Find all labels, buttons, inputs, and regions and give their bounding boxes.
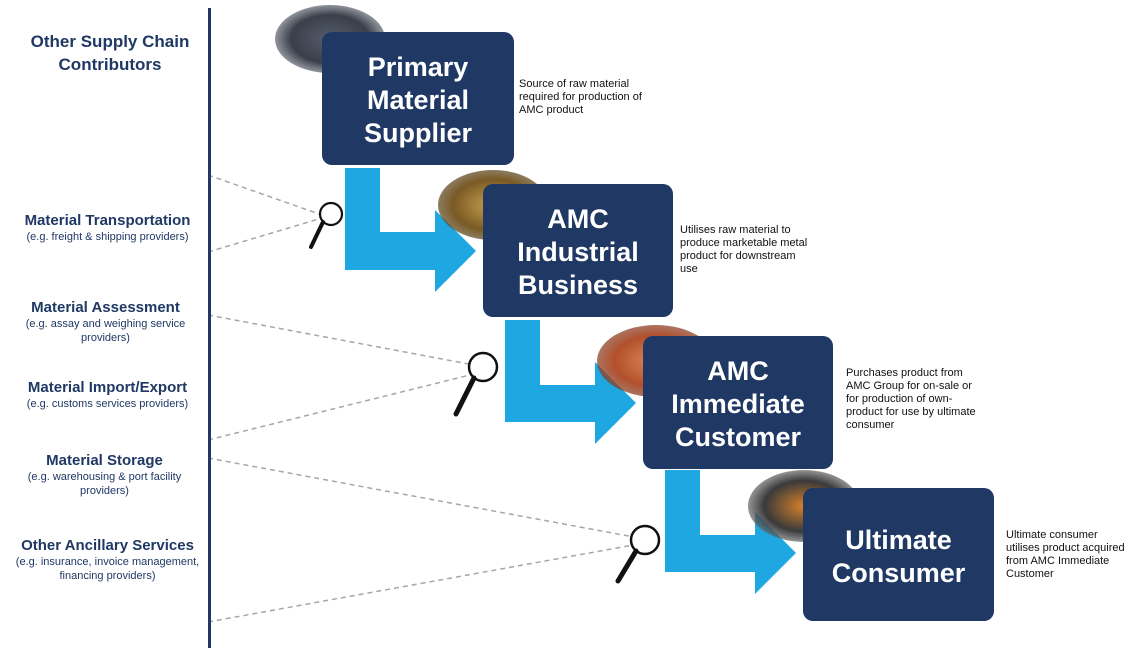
- contributor-subtitle: (e.g. insurance, invoice management, fin…: [15, 556, 200, 582]
- dash-line-transport-bottom: [207, 217, 323, 253]
- dashed-connectors: [207, 174, 651, 623]
- contributor-subtitle: (e.g. customs services providers): [26, 398, 189, 410]
- stage-amc-immediate-customer: AMC Immediate Customer: [643, 336, 833, 469]
- dash-line-ancillary: [207, 541, 651, 623]
- contributor-subtitle: (e.g. freight & shipping providers): [26, 231, 189, 243]
- elbow-arrows: [345, 168, 796, 594]
- elbow-arrow-icon: [665, 470, 796, 594]
- contributor-assessment: Material Assessment (e.g. assay and weig…: [18, 299, 193, 345]
- dash-line-storage: [207, 457, 651, 541]
- contributor-subtitle: (e.g. assay and weighing service provide…: [25, 318, 186, 344]
- magnifying-glass-icon: [615, 524, 661, 584]
- stage-description: Utilises raw material to produce marketa…: [680, 224, 808, 275]
- magnifying-glass-icon: [453, 351, 499, 417]
- contributors-header: Other Supply Chain Contributors: [30, 32, 190, 74]
- stage-description: Source of raw material required for prod…: [519, 78, 642, 116]
- contributor-import-export: Material Import/Export (e.g. customs ser…: [15, 379, 200, 411]
- stage-label: AMC Immediate Customer: [671, 356, 805, 452]
- contributor-subtitle: (e.g. warehousing & port facility provid…: [27, 471, 182, 497]
- stage-label: Ultimate Consumer: [831, 524, 966, 588]
- contributor-title: Material Storage: [46, 452, 163, 469]
- contributor-transportation: Material Transportation (e.g. freight & …: [15, 212, 200, 244]
- stage-ultimate-consumer: Ultimate Consumer: [803, 488, 994, 621]
- dash-line-import: [207, 369, 491, 441]
- dash-line-assessment: [207, 314, 491, 369]
- stage-amc-industrial-business: AMC Industrial Business: [483, 184, 673, 317]
- magnifying-glass-icon: [309, 201, 344, 249]
- elbow-arrow-icon: [505, 320, 636, 444]
- contributor-title: Other Ancillary Services: [21, 537, 194, 554]
- vertical-divider: [208, 8, 211, 648]
- contributor-storage: Material Storage (e.g. warehousing & por…: [22, 452, 187, 498]
- stage-primary-material-supplier: Primary Material Supplier: [322, 32, 514, 165]
- stage-label: Primary Material Supplier: [363, 52, 472, 148]
- stage-description: Ultimate consumer utilises product acqui…: [1006, 529, 1125, 580]
- stage-description: Purchases product from AMC Group for on-…: [846, 367, 976, 431]
- contributor-title: Material Assessment: [31, 299, 180, 316]
- stage-label: AMC Industrial Business: [517, 204, 639, 300]
- elbow-arrow-icon: [345, 168, 476, 292]
- contributor-title: Material Import/Export: [27, 379, 188, 396]
- contributor-ancillary: Other Ancillary Services (e.g. insurance…: [15, 537, 200, 583]
- contributor-title: Material Transportation: [24, 212, 191, 229]
- dash-line-transport-top: [207, 174, 323, 216]
